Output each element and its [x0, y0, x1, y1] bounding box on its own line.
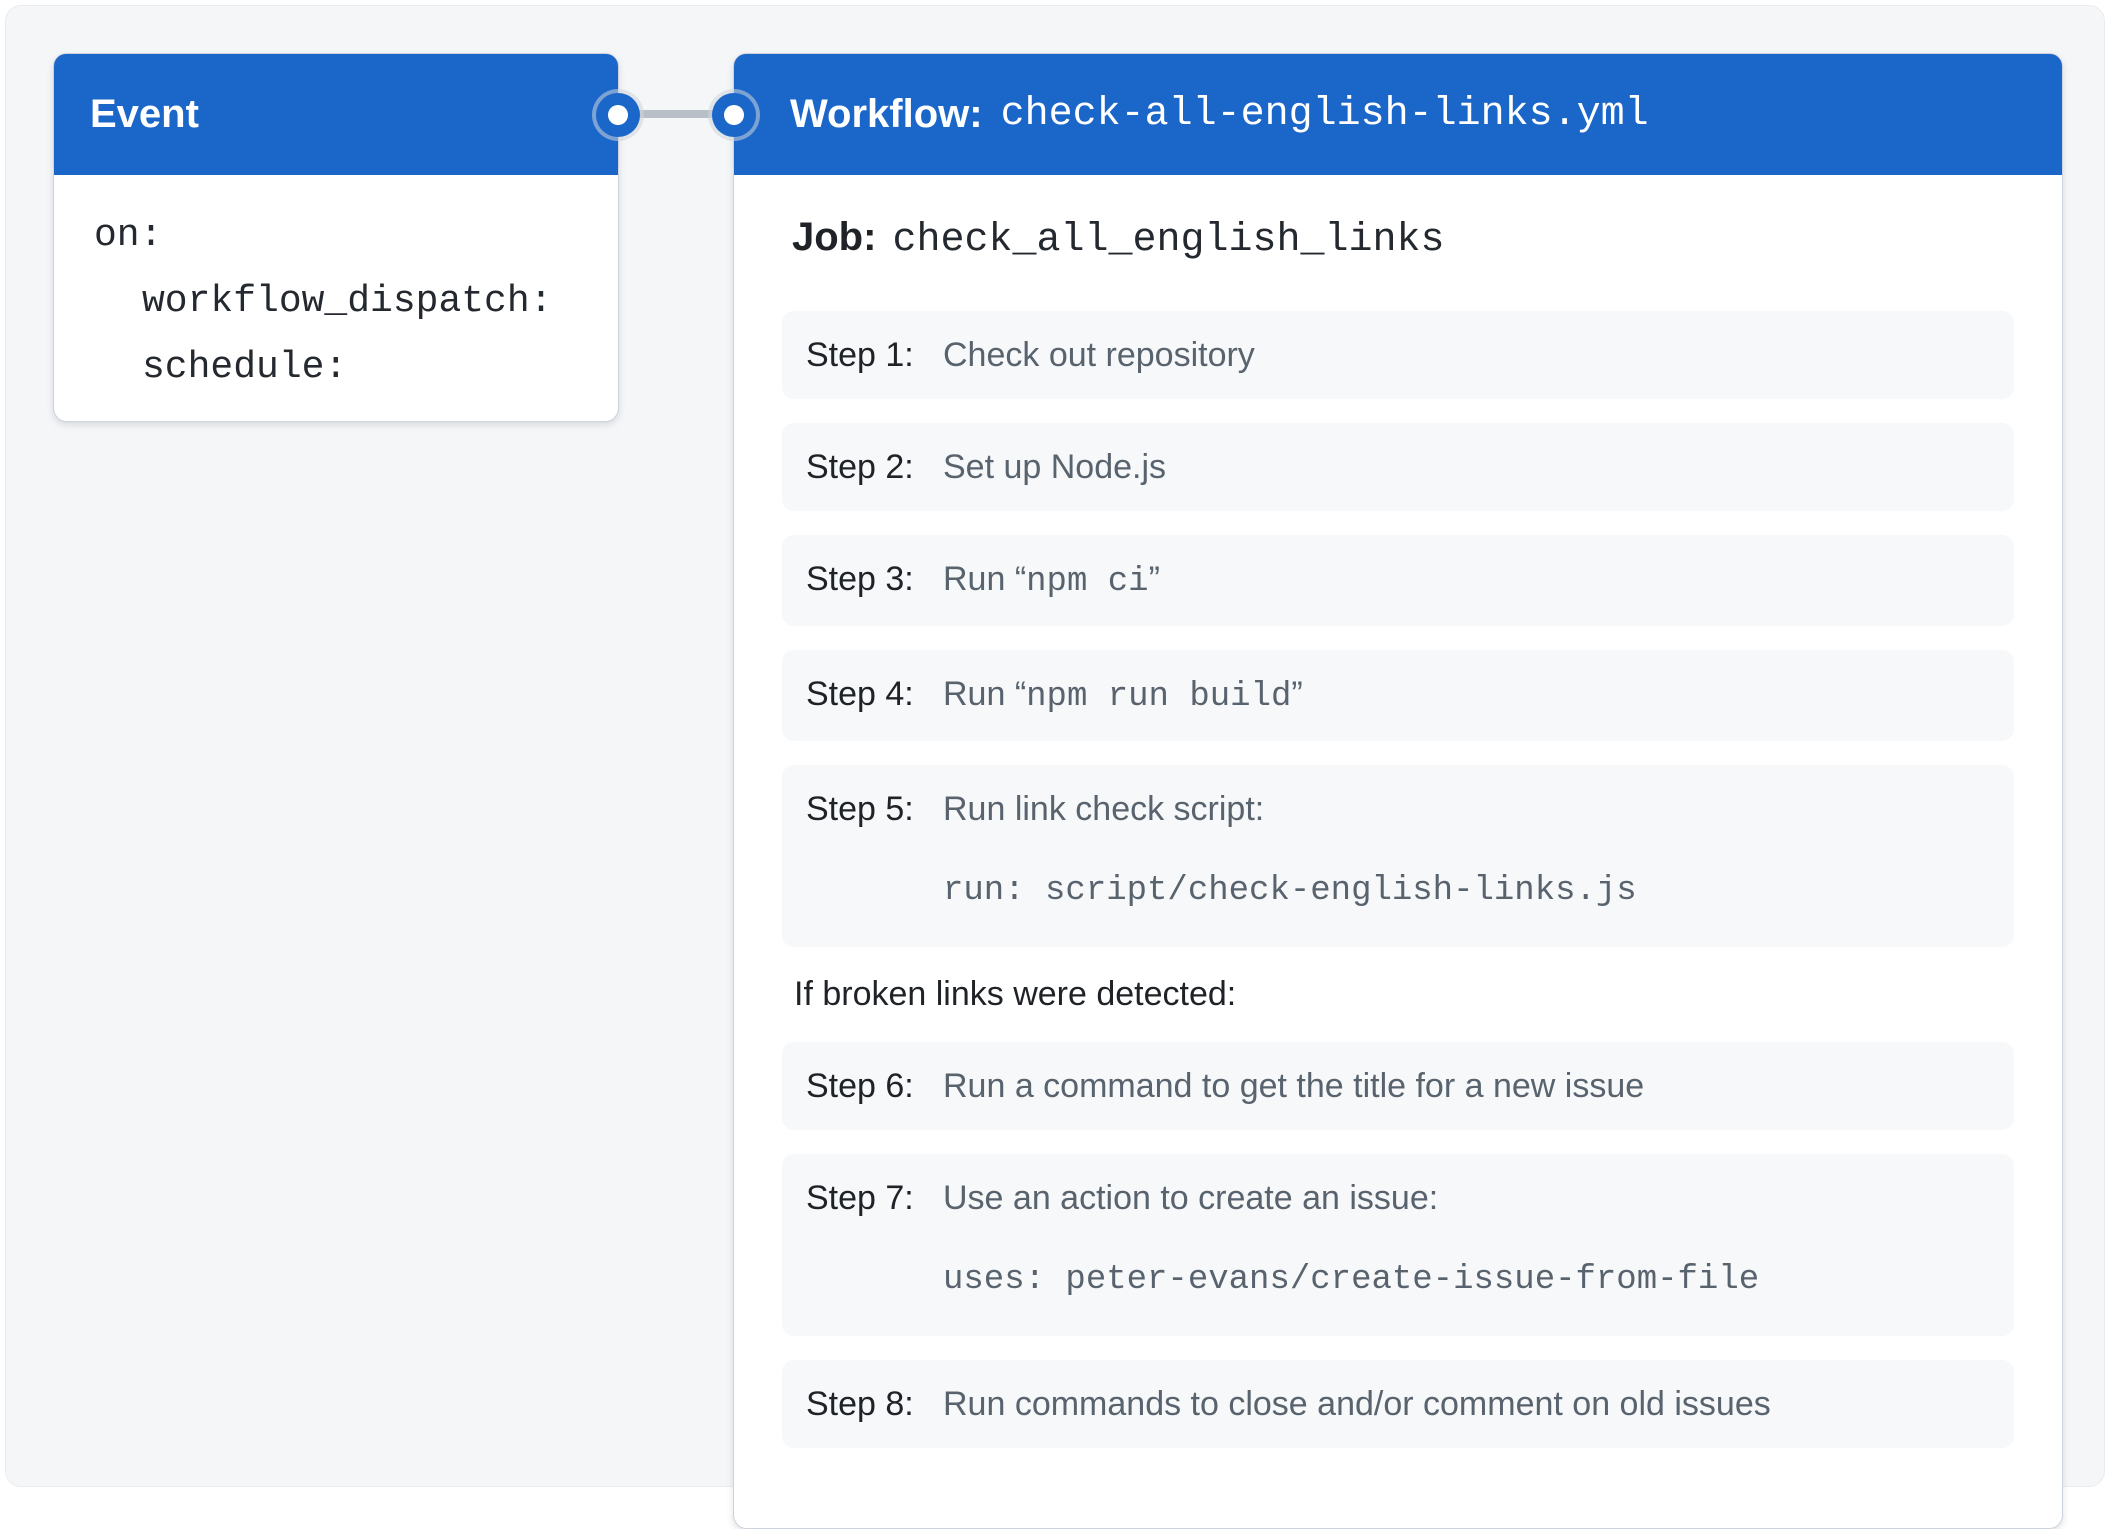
step-description-code: npm run build [1026, 678, 1292, 716]
event-card-title: Event [90, 92, 199, 136]
connector-port-event [596, 92, 640, 137]
step-label: Step 1: [806, 336, 914, 374]
event-card: Event on: workflow_dispatch: schedule: [53, 53, 640, 422]
step-label: Step 4: [806, 675, 914, 713]
event-code-line: schedule: [142, 346, 348, 389]
step-description: Run “npm run build” [943, 676, 1303, 715]
workflow-card: Workflow: check-all-english-links.yml Jo… [712, 53, 2063, 1529]
step-sub-code: run: script/check-english-links.js [943, 872, 1637, 910]
step-row: Step 6: Run a command to get the title fo… [782, 1042, 2014, 1130]
workflow-filename: check-all-english-links.yml [1000, 92, 1649, 137]
event-card-header: Event [54, 54, 640, 175]
step-row: Step 3: Run “npm ci” [782, 535, 2014, 626]
job-name: check_all_english_links [892, 218, 1445, 263]
step-label: Step 2: [806, 448, 914, 486]
step-description-text: Set up Node.js [943, 448, 1167, 486]
step-row: Step 7: Use an action to create an issue:… [782, 1154, 2014, 1336]
condition-text: If broken links were detected: [794, 975, 1237, 1013]
step-description: Run “npm ci” [943, 561, 1160, 600]
event-card-body: on: workflow_dispatch: schedule: [54, 175, 618, 421]
step-row: Step 8: Run commands to close and/or comm… [782, 1360, 2014, 1448]
step-description-text: Use an action to create an issue: [943, 1179, 1439, 1217]
connector-line [606, 110, 746, 118]
job-label: Job: [792, 215, 877, 259]
step-description-text: ” [1148, 560, 1160, 598]
step-label: Step 7: [806, 1179, 914, 1217]
step-description-text: Run commands to close and/or comment on … [943, 1385, 1771, 1423]
step-description-text: ” [1291, 675, 1303, 713]
step-row: Step 4: Run “npm run build” [782, 650, 2014, 741]
step-description-text: Run a command to get the title for a new… [943, 1067, 1645, 1105]
step-label: Step 3: [806, 560, 914, 598]
step-description-text: Run link check script: [943, 790, 1265, 828]
event-code-line: on: [94, 214, 163, 257]
step-description: Run link check script: [943, 791, 1264, 827]
step-row: Step 1: Check out repository [782, 311, 2014, 399]
job-line: Job: check_all_english_links [792, 215, 2014, 263]
step-row: Step 2: Set up Node.js [782, 423, 2014, 511]
diagram-canvas: Event on: workflow_dispatch: schedule: Wor… [5, 5, 2105, 1529]
step-description: Set up Node.js [943, 449, 1166, 485]
event-code-line: workflow_dispatch: [142, 280, 553, 323]
step-label: Step 5: [806, 790, 914, 828]
connector-port-workflow [712, 92, 756, 137]
step-sub-code: uses: peter-evans/create-issue-from-file [943, 1261, 1760, 1299]
step-description: Use an action to create an issue: [943, 1180, 1438, 1216]
workflow-card-body: Job: check_all_english_links Step 1: Chec… [734, 175, 2062, 1528]
step-label: Step 8: [806, 1385, 914, 1423]
step-label: Step 6: [806, 1067, 914, 1105]
step-description-text: Run “ [943, 675, 1027, 713]
step-description: Run commands to close and/or comment on … [943, 1386, 1771, 1422]
step-description-text: Run “ [943, 560, 1027, 598]
step-description: Run a command to get the title for a new… [943, 1068, 1644, 1104]
steps-after-condition: Step 6: Run a command to get the title fo… [782, 1042, 2014, 1448]
step-description-text: Check out repository [943, 336, 1255, 374]
workflow-card-header: Workflow: check-all-english-links.yml [712, 54, 2062, 175]
workflow-title-label: Workflow: [790, 92, 983, 136]
step-row: Step 5: Run link check script: run: script… [782, 765, 2014, 947]
step-description: Check out repository [943, 337, 1255, 373]
step-description-code: npm ci [1026, 563, 1149, 601]
